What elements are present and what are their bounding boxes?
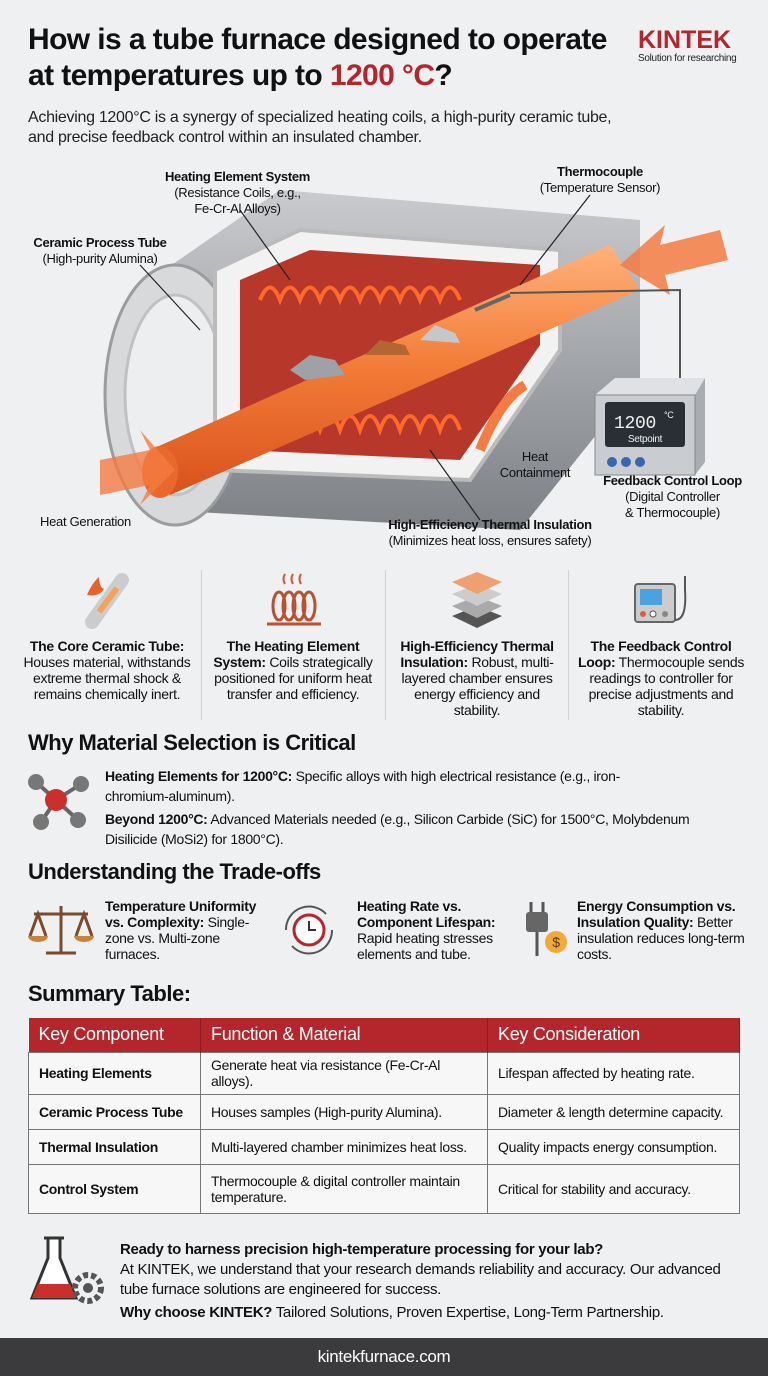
materials-heading: Why Material Selection is Critical	[28, 730, 356, 755]
feature-ceramic-tube: The Core Ceramic Tube: Houses material, …	[22, 570, 192, 702]
heating-coil-icon	[267, 573, 321, 626]
footer-url[interactable]: kintekfurnace.com	[0, 1338, 768, 1376]
feature-heating-element: The Heating Element System: Coils strate…	[208, 570, 378, 702]
label-feedback-loop: Feedback Control Loop(Digital Controller…	[603, 473, 742, 520]
digital-controller	[594, 378, 705, 476]
ceramic-process-tube	[150, 245, 640, 495]
cta-body: At KINTEK, we understand that your resea…	[120, 1261, 721, 1298]
summary-heading: Summary Table:	[28, 981, 191, 1006]
feature-insulation: High-Efficiency Thermal Insulation: Robu…	[392, 570, 562, 718]
tradeoffs-heading: Understanding the Trade-offs	[28, 859, 321, 884]
label-heat-generation: Heat Generation	[40, 514, 131, 529]
divider	[568, 570, 569, 720]
subtitle: Achieving 1200°C is a synergy of special…	[28, 109, 612, 146]
column-header: Key Consideration	[487, 1018, 740, 1052]
heating-coil-upper	[258, 285, 462, 306]
sample-material	[290, 355, 345, 380]
ceramic-tube-icon	[85, 573, 129, 629]
divider	[385, 570, 386, 720]
thermocouple-probe	[474, 293, 511, 312]
tradeoff-uniformity: Temperature Uniformity vs. Complexity: S…	[105, 898, 257, 962]
molecule-icon	[28, 774, 89, 830]
insulation-layers-icon	[452, 572, 502, 628]
controller-display-value: 1200	[614, 414, 656, 434]
cta-headline: Ready to harness precision high-temperat…	[120, 1241, 604, 1258]
material-item-heating: Heating Elements for 1200°C: Specific al…	[105, 768, 621, 804]
table-header-row: Key Component Function & Material Key Co…	[28, 1018, 740, 1052]
material-item-beyond: Beyond 1200°C: Advanced Materials needed…	[105, 811, 690, 847]
column-header: Key Component	[28, 1018, 201, 1052]
controller-unit: °C	[664, 410, 674, 420]
containment-arrow	[475, 380, 528, 452]
balance-scale-icon	[28, 906, 94, 955]
heat-in-arrow	[100, 430, 175, 505]
svg-text:$: $	[552, 934, 560, 950]
heat-flow-arrow	[620, 225, 728, 295]
label-thermocouple: Thermocouple(Temperature Sensor)	[539, 164, 661, 195]
thermocouple-wire	[509, 288, 681, 390]
plug-dollar-icon: $	[526, 902, 567, 956]
summary-table: Key Component Function & Material Key Co…	[28, 1018, 740, 1214]
column-header: Function & Material	[200, 1018, 488, 1052]
label-heating-element: Heating Element System(Resistance Coils,…	[164, 169, 311, 216]
label-ceramic-tube: Ceramic Process Tube(High-purity Alumina…	[33, 235, 167, 266]
label-thermal-insulation: High-Efficiency Thermal Insulation(Minim…	[388, 517, 592, 548]
page-title: How is a tube furnace designed to operat…	[28, 23, 607, 92]
tradeoff-energy: Energy Consumption vs. Insulation Qualit…	[577, 898, 745, 962]
furnace-cutaway-diagram: 1200 °C Setpoint	[100, 190, 728, 530]
cta-section: Ready to harness precision high-temperat…	[120, 1241, 721, 1321]
flask-gear-icon	[29, 1236, 104, 1304]
controller-setpoint-label: Setpoint	[628, 434, 663, 445]
feature-feedback-loop: The Feedback Control Loop: Thermocouple …	[576, 570, 746, 718]
divider	[201, 570, 202, 720]
tradeoff-heating-rate: Heating Rate vs. Component Lifespan: Rap…	[357, 898, 496, 962]
clock-cycle-icon	[284, 905, 334, 955]
controller-icon	[634, 576, 687, 623]
